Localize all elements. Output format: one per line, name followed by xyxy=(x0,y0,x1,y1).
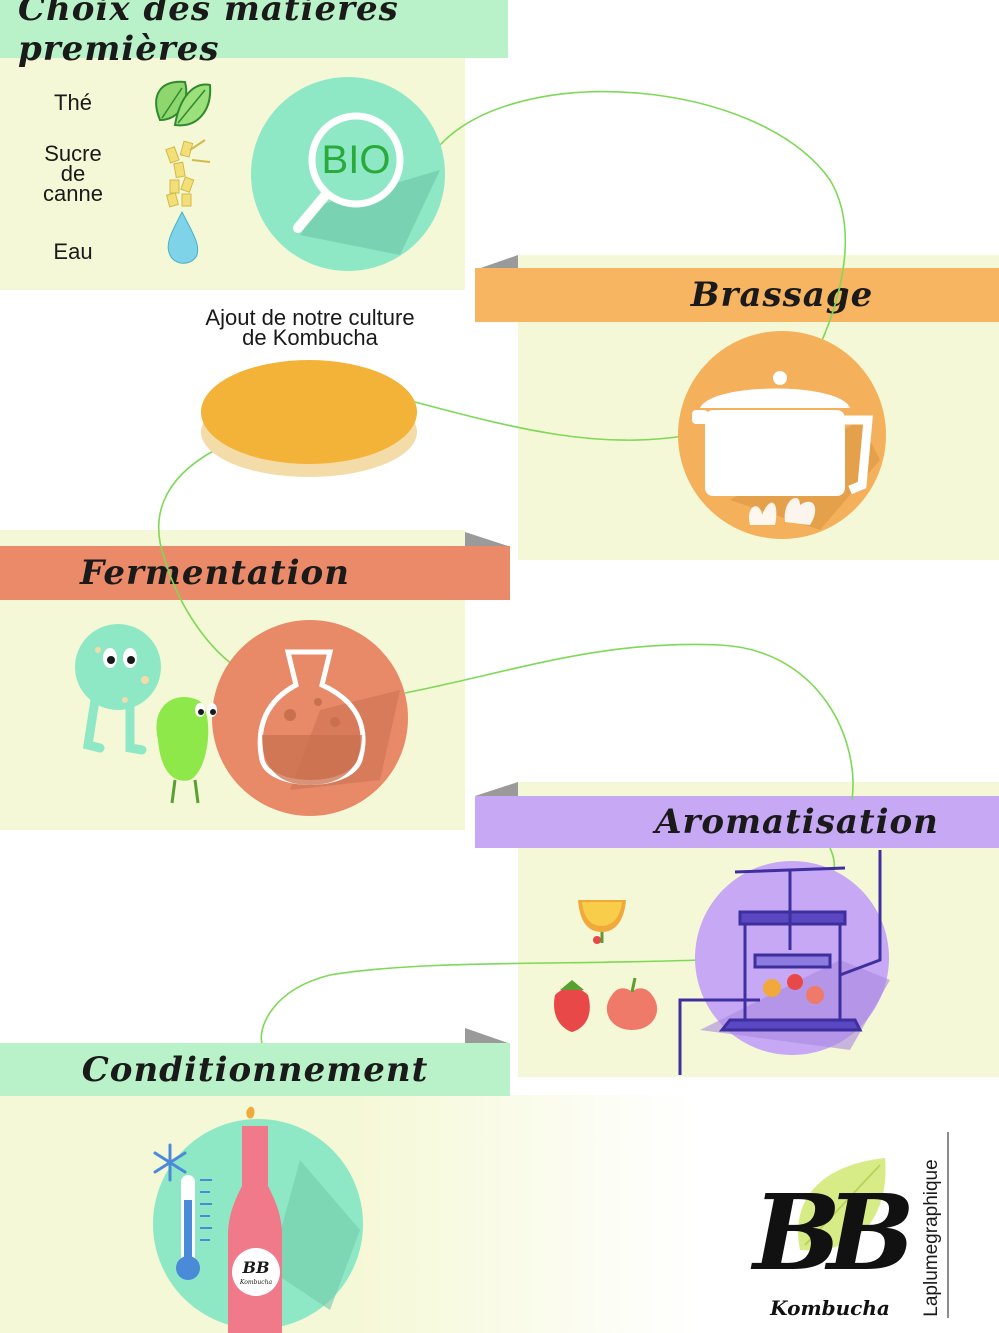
brand-name: Kombucha xyxy=(770,1296,890,1320)
leaf-icon xyxy=(155,80,212,127)
brand-leaf-icon xyxy=(798,1158,886,1251)
banner-fermentation-title: Fermentation xyxy=(80,553,350,593)
apple-icon xyxy=(606,977,658,1030)
culture-line2: de Kombucha xyxy=(242,325,378,350)
fold-fermentation xyxy=(465,532,508,546)
banner-fermentation: Fermentation xyxy=(0,546,510,600)
banner-brassage-title: Brassage xyxy=(690,275,874,315)
fold-conditionnement xyxy=(465,1028,508,1043)
bottle-logo: BB xyxy=(242,1258,270,1277)
ingredient-sucre-line2: de xyxy=(60,161,86,186)
banner-conditionnement-title: Conditionnement xyxy=(81,1049,429,1090)
ingredient-eau: Eau xyxy=(53,239,93,264)
bottle-logo-sub: Kombucha xyxy=(239,1279,273,1286)
magnifier-icon xyxy=(251,77,445,271)
banner-choix-title: Choix des matières premières xyxy=(18,0,399,69)
strawberry-icon xyxy=(553,980,590,1032)
thermometer-icon xyxy=(176,1175,212,1280)
sugar-cane-icon xyxy=(165,139,211,208)
ingredient-the: Thé xyxy=(54,90,92,115)
bottle-icon xyxy=(228,1106,282,1333)
banner-aromatisation: Aromatisation xyxy=(475,796,999,848)
banner-choix: Choix des matières premières xyxy=(0,0,508,69)
ingredient-sucre-line1: Sucre xyxy=(44,141,102,166)
water-drop-icon xyxy=(167,210,199,264)
brand-logo-letters: BB xyxy=(753,1171,915,1294)
credit-text: Laplumegraphique xyxy=(921,1159,942,1317)
culture-line1: Ajout de notre culture xyxy=(205,305,415,330)
fold-aromatisation xyxy=(475,782,518,796)
banner-conditionnement: Conditionnement xyxy=(0,1043,510,1096)
orange-icon xyxy=(578,900,626,944)
ingredient-sucre-line3: canne xyxy=(43,181,103,206)
flask-icon xyxy=(212,620,408,816)
press-icon xyxy=(678,850,890,1075)
bio-label: BIO xyxy=(321,138,391,182)
pot-icon xyxy=(678,331,886,539)
microbe-icon xyxy=(75,624,217,804)
banner-brassage: Brassage xyxy=(475,268,999,322)
snowflake-icon xyxy=(153,1143,187,1182)
fold-brassage xyxy=(475,255,518,270)
banner-aromatisation-title: Aromatisation xyxy=(655,802,939,842)
scoby-disc xyxy=(201,360,417,477)
